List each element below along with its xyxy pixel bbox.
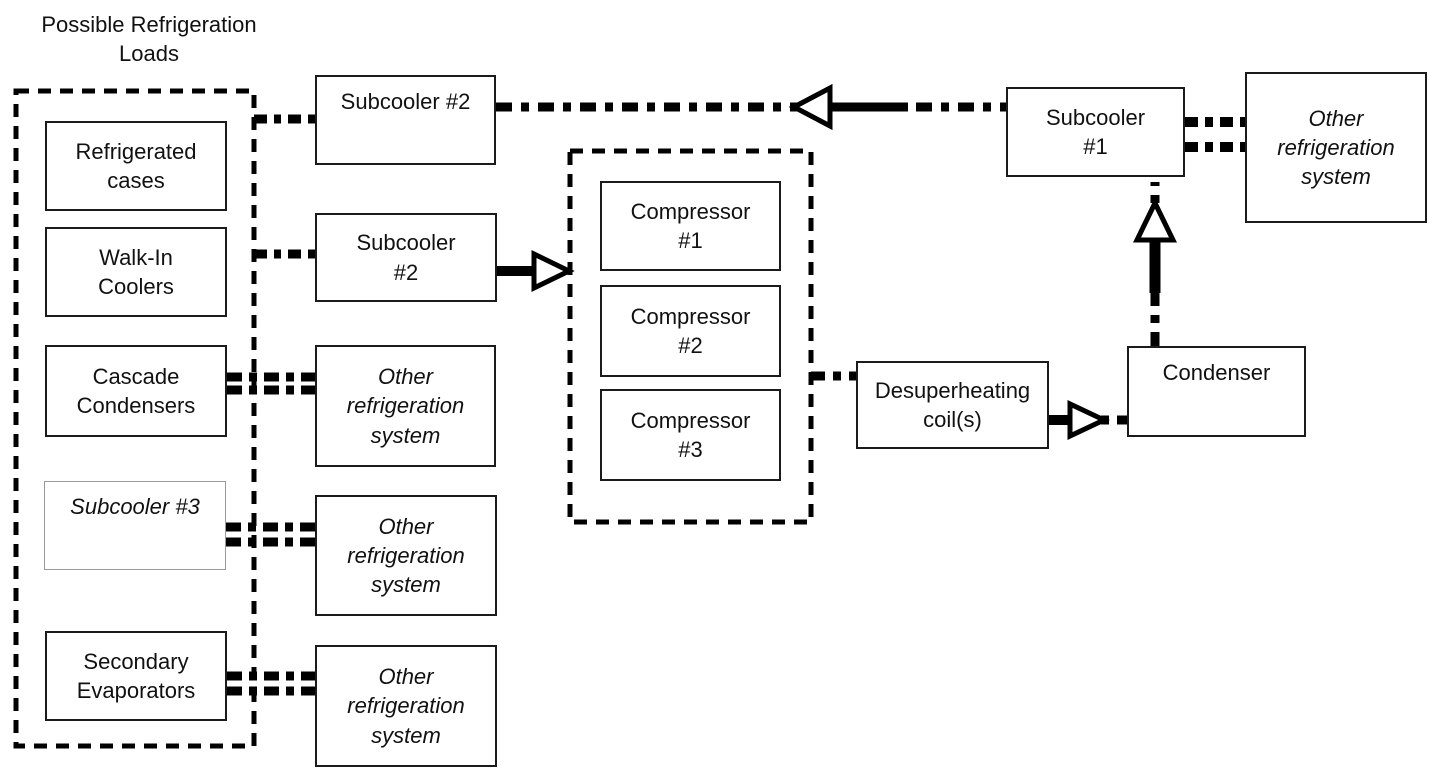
connector-condenser-to-subcooler1 (1133, 182, 1177, 346)
node-subcooler-2-mid: Subcooler #2 (315, 213, 497, 302)
arrowhead-left-icon (788, 83, 833, 131)
connector-desuperheating-to-condenser (1049, 400, 1127, 440)
node-compressor-2: Compressor #2 (600, 285, 781, 377)
node-refrigerated-cases: Refrigerated cases (45, 121, 227, 211)
node-walk-in-coolers: Walk-In Coolers (45, 227, 227, 317)
compressor-rack-boundary (567, 148, 814, 525)
arrowhead-right-icon (531, 250, 575, 292)
node-subcooler-1: Subcooler #1 (1006, 87, 1185, 177)
node-compressor-3: Compressor #3 (600, 389, 781, 481)
connector-secondary-to-other-system (227, 671, 315, 696)
node-other-system-2: Other refrigeration system (315, 495, 497, 616)
connector-subcooler2-to-compressors (497, 250, 575, 292)
connector-subcooler1-to-other-system (1185, 117, 1245, 152)
node-subcooler-2-top: Subcooler #2 (315, 75, 496, 165)
connector-cascade-to-other-system (227, 372, 315, 395)
node-subcooler-3: Subcooler #3 (44, 481, 226, 570)
arrowhead-up-icon (1133, 197, 1177, 243)
node-condenser: Condenser (1127, 346, 1306, 437)
node-other-system-3: Other refrigeration system (315, 645, 497, 767)
node-other-system-1: Other refrigeration system (315, 345, 496, 467)
connector-subcooler1-to-subcooler2-top (496, 83, 1006, 131)
arrowhead-right-icon (1067, 400, 1110, 440)
possible-loads-boundary (13, 88, 257, 749)
node-desuperheating-coils: Desuperheating coil(s) (856, 361, 1049, 449)
node-compressor-1: Compressor #1 (600, 181, 781, 271)
node-other-system-top-right: Other refrigeration system (1245, 72, 1427, 223)
connector-subcooler3-to-other-system (226, 522, 315, 547)
diagram-title: Possible Refrigeration Loads (41, 12, 257, 67)
node-secondary-evaporators: Secondary Evaporators (45, 631, 227, 721)
node-cascade-condensers: Cascade Condensers (45, 345, 227, 437)
